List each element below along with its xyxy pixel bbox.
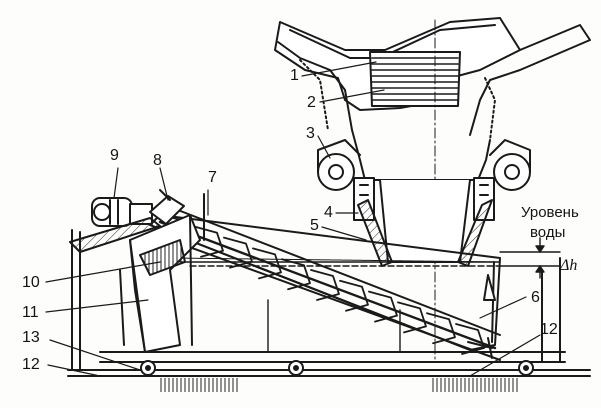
screw-flight xyxy=(339,279,369,312)
discharge-chute xyxy=(119,214,201,353)
sieve-grid xyxy=(369,51,461,107)
leader-lines xyxy=(45,61,541,377)
roller-wheels xyxy=(140,360,534,376)
callout-13: 13 xyxy=(22,329,40,346)
screw-flight xyxy=(252,247,282,280)
screw-conveyor xyxy=(158,204,501,361)
flap-right xyxy=(457,199,493,267)
screw-flight xyxy=(368,290,398,323)
screw-flight xyxy=(310,269,340,301)
screw-flight xyxy=(397,301,427,334)
delta-h-label: Δh xyxy=(560,257,578,274)
callout-1: 1 xyxy=(290,67,299,84)
callout-12-left: 12 xyxy=(22,356,40,373)
water-level-label-line2: воды xyxy=(530,224,566,241)
callout-9: 9 xyxy=(110,147,119,164)
callout-6: 6 xyxy=(531,289,540,306)
callout-3: 3 xyxy=(306,125,315,142)
belt-guard xyxy=(69,217,161,253)
hinge-right xyxy=(489,139,531,191)
screw-flight xyxy=(426,312,456,345)
callout-7: 7 xyxy=(208,169,217,186)
callout-12-right: 12 xyxy=(540,321,558,338)
callout-2: 2 xyxy=(307,94,316,111)
callout-4: 4 xyxy=(324,204,333,221)
callout-11: 11 xyxy=(22,304,39,321)
callout-5: 5 xyxy=(310,217,319,234)
screw-flight xyxy=(194,225,224,258)
bearing xyxy=(149,189,185,225)
drive-motor xyxy=(91,197,153,227)
water-level-label-line1: Уровень xyxy=(521,204,579,221)
screw-flight xyxy=(223,236,253,269)
callout-10: 10 xyxy=(22,274,40,291)
base-frame xyxy=(67,257,591,377)
callout-8: 8 xyxy=(153,152,162,169)
rail-foundation xyxy=(160,378,520,392)
screw-flight xyxy=(281,258,311,291)
hinge-left xyxy=(317,139,361,191)
